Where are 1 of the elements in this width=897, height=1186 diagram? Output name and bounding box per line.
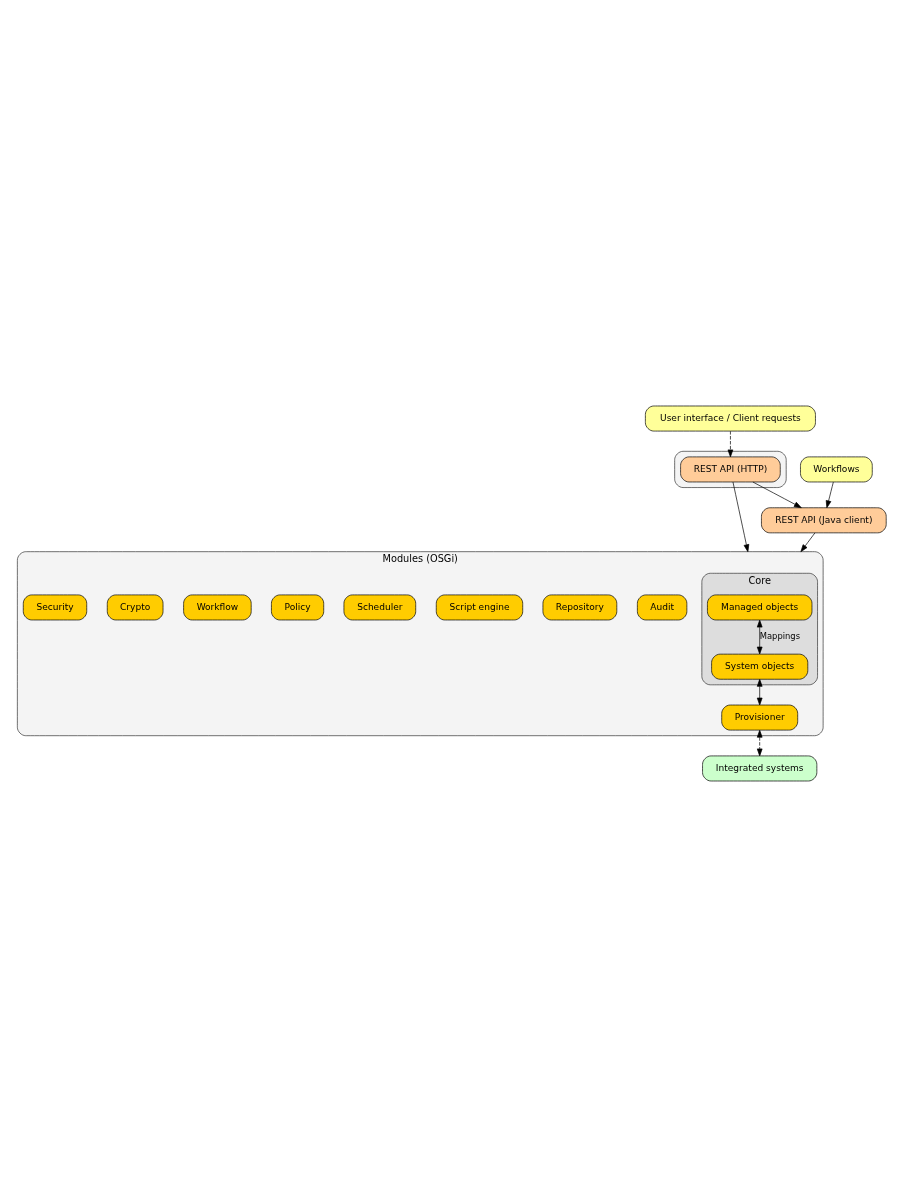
edge-label: Mappings — [759, 630, 800, 641]
